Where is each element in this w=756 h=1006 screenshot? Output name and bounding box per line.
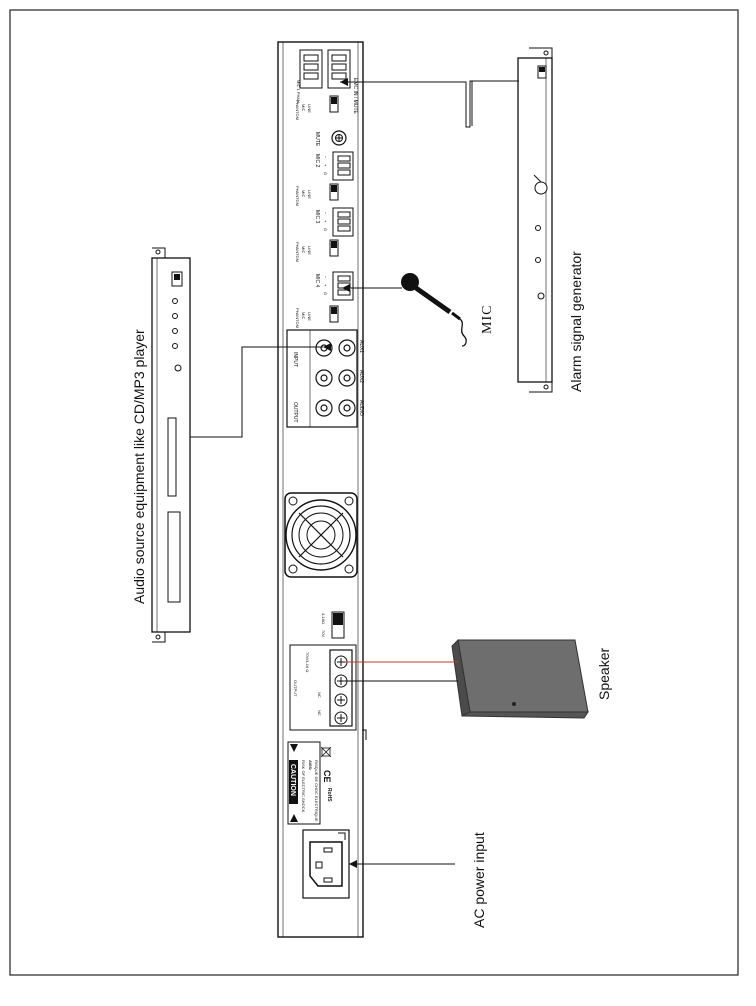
caution-text: RISK OF ELECTRIC SHOCK xyxy=(301,760,306,813)
avis-title: AVIS: xyxy=(308,760,313,770)
mic-label: MIC xyxy=(480,305,495,334)
arrowheads xyxy=(323,78,357,868)
plus-label: + xyxy=(323,284,328,287)
mic2-label: MIC 2 xyxy=(314,154,320,168)
weee-bin-icon xyxy=(320,746,332,758)
phantom-label: PHANTOM xyxy=(295,308,300,328)
ac-power-label: AC power input xyxy=(471,832,487,928)
g-label: G xyxy=(323,292,328,295)
minus-label: − xyxy=(323,276,328,279)
phantom-switch-3[interactable]: PHANTOM MIC LINE xyxy=(295,239,339,262)
input-label: INPUT xyxy=(292,352,298,367)
speaker-icon xyxy=(451,638,589,719)
mic-select-label: MIC xyxy=(301,190,306,197)
aux1-label: AUX1 xyxy=(358,340,364,353)
minus-label: − xyxy=(323,156,328,159)
mute-label: MUTE xyxy=(314,132,320,147)
alarm-generator-label: Alarm signal generator xyxy=(568,251,584,392)
amplifier-rear-panel: MIC 1 PHAN EMC IN / MUTE PHANTOM MIC LIN… xyxy=(277,41,367,938)
mute-knob[interactable]: MUTE xyxy=(314,130,347,147)
warning-triangle-icon xyxy=(290,744,298,752)
70v-label: 70V xyxy=(321,630,326,637)
impedance-selector-switch[interactable]: 4-16Ω 70V xyxy=(321,611,345,639)
plus-label: + xyxy=(323,164,328,167)
bracket-mark xyxy=(362,729,367,740)
phantom-switch-1[interactable]: PHANTOM MIC LINE xyxy=(295,95,339,120)
plus-label: + xyxy=(323,220,328,223)
avis-text: RISQUE DE CHOC ELECTRIQUE xyxy=(314,760,319,822)
caution-label: CAUTION RISK OF ELECTRIC SHOCK AVIS: RIS… xyxy=(287,741,321,825)
line-select-label: LINE xyxy=(307,190,312,199)
ce-mark: CE xyxy=(322,770,332,783)
audio-source-label: Audio source equipment like CD/MP3 playe… xyxy=(131,329,147,604)
mic4-connector: MIC 4 − + G xyxy=(314,271,354,301)
microphone-icon xyxy=(401,273,467,347)
phantom-label: PHANTOM xyxy=(295,100,300,120)
mic-select-label: MIC xyxy=(301,104,306,111)
output-rca-label: OUTPUT xyxy=(292,402,298,423)
phantom-label: PHANTOM xyxy=(295,186,300,206)
rohs-mark: RoHS xyxy=(326,788,332,802)
impedance-label: 70V/4-16 Ω xyxy=(305,652,310,672)
mic-select-label: MIC xyxy=(301,246,306,253)
nc-label-1: NC xyxy=(317,692,322,698)
aux2-label: AUX2 xyxy=(358,370,364,383)
g-label: G xyxy=(323,228,328,231)
emc-in-mute-label: EMC IN / MUTE xyxy=(352,78,358,114)
g-label: G xyxy=(323,172,328,175)
line-select-label: LINE xyxy=(307,104,312,113)
mic2-connector: MIC 2 − + G xyxy=(314,151,354,181)
output-spk-label: OUTPUT xyxy=(293,680,298,697)
alarm-signal-generator xyxy=(517,47,553,393)
phantom-label: PHANTOM xyxy=(295,242,300,262)
cooling-fan xyxy=(284,492,358,578)
ohm-label: 4-16Ω xyxy=(321,613,326,624)
warning-triangle-icon xyxy=(290,814,298,822)
line-select-label: LINE xyxy=(307,312,312,321)
rca-jack-block: INPUT OUTPUT AUX1 AUX2 AUDIO xyxy=(286,329,364,428)
caution-title: CAUTION xyxy=(289,764,296,796)
speaker-label: Speaker xyxy=(596,648,612,700)
phantom-switch-2[interactable]: PHANTOM MIC LINE xyxy=(295,183,339,206)
top-terminal-block: MIC 1 PHAN EMC IN / MUTE xyxy=(296,49,358,114)
nc-label-2: NC xyxy=(317,710,322,716)
mic-select-label: MIC xyxy=(301,312,306,319)
minus-label: − xyxy=(323,212,328,215)
speaker-output-terminals: OUTPUT 70V/4-16 Ω NC NC xyxy=(289,644,357,731)
mic1-phantom-label: MIC 1 PHAN xyxy=(296,80,301,103)
mic4-label: MIC 4 xyxy=(314,274,320,288)
cd-mp3-player xyxy=(151,247,191,643)
connection-wires xyxy=(190,80,519,865)
phantom-switch-4[interactable]: PHANTOM MIC LINE xyxy=(295,305,339,328)
line-select-label: LINE xyxy=(307,246,312,255)
mic3-connector: MIC 3 − + G xyxy=(314,207,354,237)
ac-power-inlet xyxy=(302,829,350,899)
outer-frame xyxy=(9,9,739,976)
mic3-label: MIC 3 xyxy=(314,210,320,224)
audio-label: AUDIO xyxy=(358,400,364,416)
